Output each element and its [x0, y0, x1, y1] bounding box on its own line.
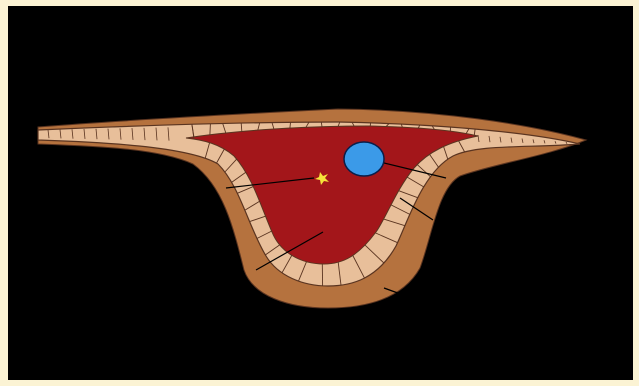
cell-boundary: [210, 124, 211, 135]
cell-boundary: [241, 123, 242, 131]
blue-vacuole: [344, 142, 384, 176]
cross-section-diagram: [8, 6, 633, 380]
cell-boundary: [290, 122, 291, 128]
diagram-canvas: [8, 6, 633, 380]
